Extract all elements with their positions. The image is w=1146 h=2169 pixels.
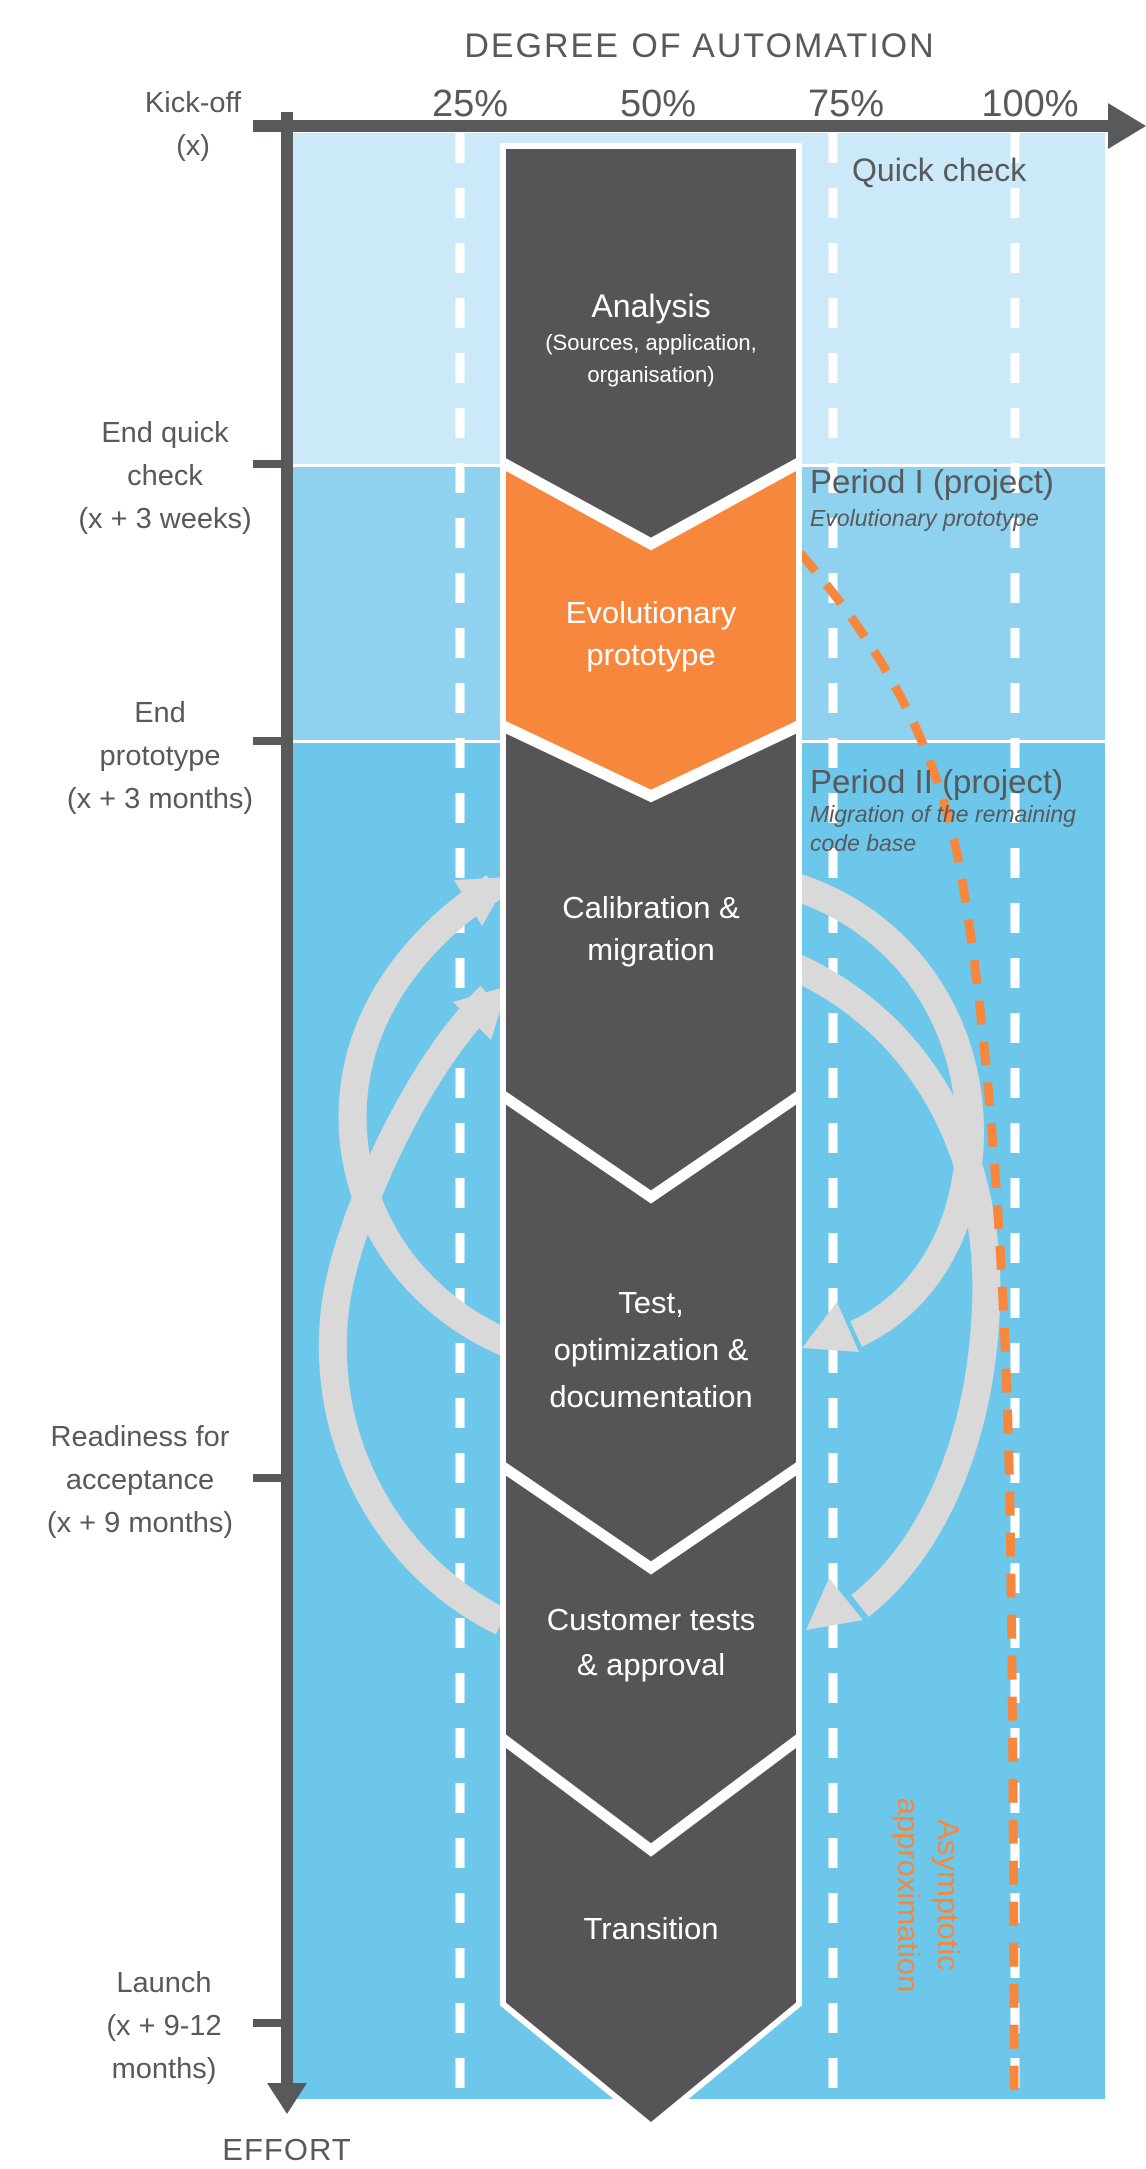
x-axis-arrowhead-icon	[1108, 103, 1146, 149]
phase-calibration-line2: migration	[587, 932, 715, 967]
loop-arrowhead-right-upper-icon	[802, 1302, 859, 1352]
phase-test-label: Test, optimization & documentation	[486, 1279, 816, 1420]
y-axis-label: EFFORT	[222, 2132, 352, 2167]
tick-readiness	[253, 1474, 283, 1482]
chevron-analysis	[500, 143, 802, 545]
phase-calibration-line1: Calibration &	[562, 890, 740, 925]
x-tick-75: 75%	[807, 83, 885, 125]
loop-arrowhead-left-upper-icon	[454, 877, 510, 926]
milestone-readiness: Readiness for acceptance (x + 9 months)	[0, 1416, 290, 1545]
chevron-evolutionary-prototype	[500, 460, 802, 797]
period-1-subtitle: Evolutionary prototype	[810, 505, 1039, 531]
asymptote-annotation: Asymptotic approximation	[888, 1798, 968, 1993]
period-quick-check-label: Quick check	[852, 152, 1027, 188]
phase-test-line1: Test,	[618, 1285, 684, 1320]
milestone-kickoff: Kick-off (x)	[43, 82, 343, 168]
period-2-subtitle: Migration of the remaining code base	[810, 800, 1076, 858]
loop-arrowhead-right-lower-icon	[806, 1578, 863, 1630]
asymptote-curve	[796, 550, 1019, 2097]
phase-calibration-label: Calibration & migration	[486, 887, 816, 971]
loop-arrow-left-lower	[318, 985, 509, 1635]
milestone-kickoff-line1: Kick-off	[144, 87, 242, 119]
page-title: DEGREE OF AUTOMATION	[464, 27, 936, 65]
phase-test-line3: documentation	[549, 1379, 753, 1414]
phase-transition-label: Transition	[486, 1908, 816, 1950]
phase-customer-tests-label: Customer tests & approval	[486, 1597, 816, 1687]
phase-transition-line1: Transition	[583, 1911, 719, 1946]
milestone-launch-line2: (x + 9-12	[106, 2010, 222, 2042]
milestone-end-prototype-line1: End	[134, 697, 186, 729]
milestone-readiness-line1: Readiness for	[50, 1421, 230, 1453]
milestone-end-quick-check-line3: (x + 3 weeks)	[78, 503, 252, 535]
y-axis-line	[281, 112, 293, 2085]
phase-analysis-subtitle: (Sources, application, organisation)	[486, 327, 816, 391]
milestone-end-prototype: End prototype (x + 3 months)	[10, 692, 310, 821]
chevron-calibration-migration	[500, 724, 802, 1198]
phase-analysis-subtitle-line2: organisation)	[587, 362, 715, 387]
period-2-title: Period II (project)	[810, 763, 1064, 800]
x-tick-50: 50%	[619, 83, 697, 125]
milestone-end-quick-check: End quick check (x + 3 weeks)	[15, 412, 315, 541]
phase-analysis-title: Analysis	[591, 288, 711, 324]
phase-customer-tests-line1: Customer tests	[546, 1602, 756, 1637]
milestone-end-prototype-line2: prototype	[99, 740, 221, 772]
chevron-transition	[500, 1736, 802, 2130]
period-2-subtitle-line2: code base	[810, 830, 917, 856]
phase-customer-tests-line2: & approval	[576, 1647, 726, 1682]
milestone-end-prototype-line3: (x + 3 months)	[66, 783, 254, 815]
phase-test-line2: optimization &	[553, 1332, 749, 1367]
loop-arrow-left-upper	[338, 875, 520, 1360]
chevron-test-optimization	[500, 1093, 802, 1569]
milestone-launch-line1: Launch	[116, 1967, 212, 1999]
phase-evolutionary-prototype-label: Evolutionary prototype	[486, 592, 816, 676]
tick-end-prototype	[253, 737, 283, 745]
milestone-readiness-line2: acceptance	[65, 1464, 215, 1496]
phase-evolutionary-line2: prototype	[586, 637, 716, 672]
asymptote-annotation-line2: approximation	[891, 1797, 926, 1993]
x-tick-100: 100%	[981, 83, 1079, 125]
tick-launch	[253, 2019, 283, 2027]
milestone-launch-line3: months)	[111, 2053, 217, 2085]
period-2-subtitle-line1: Migration of the remaining	[810, 801, 1076, 827]
x-axis-line	[253, 120, 1113, 132]
chevron-customer-tests	[500, 1464, 802, 1851]
milestone-end-quick-check-line1: End quick	[101, 417, 229, 449]
loop-arrow-right-lower	[787, 953, 1001, 1618]
milestone-end-quick-check-line2: check	[127, 460, 203, 492]
milestone-kickoff-line2: (x)	[176, 130, 210, 162]
tick-end-quick-check	[253, 460, 283, 468]
phase-evolutionary-line1: Evolutionary	[565, 595, 737, 630]
period-1-title: Period I (project)	[810, 463, 1054, 500]
milestone-launch: Launch (x + 9-12 months)	[14, 1962, 314, 2091]
asymptote-annotation-line1: Asymptotic	[931, 1819, 966, 1971]
phase-analysis-subtitle-line1: (Sources, application,	[545, 330, 757, 355]
milestone-readiness-line3: (x + 9 months)	[46, 1507, 234, 1539]
loop-arrowhead-left-lower-icon	[453, 986, 508, 1040]
x-tick-25: 25%	[431, 83, 509, 125]
y-axis-arrowhead-icon	[267, 2083, 307, 2114]
